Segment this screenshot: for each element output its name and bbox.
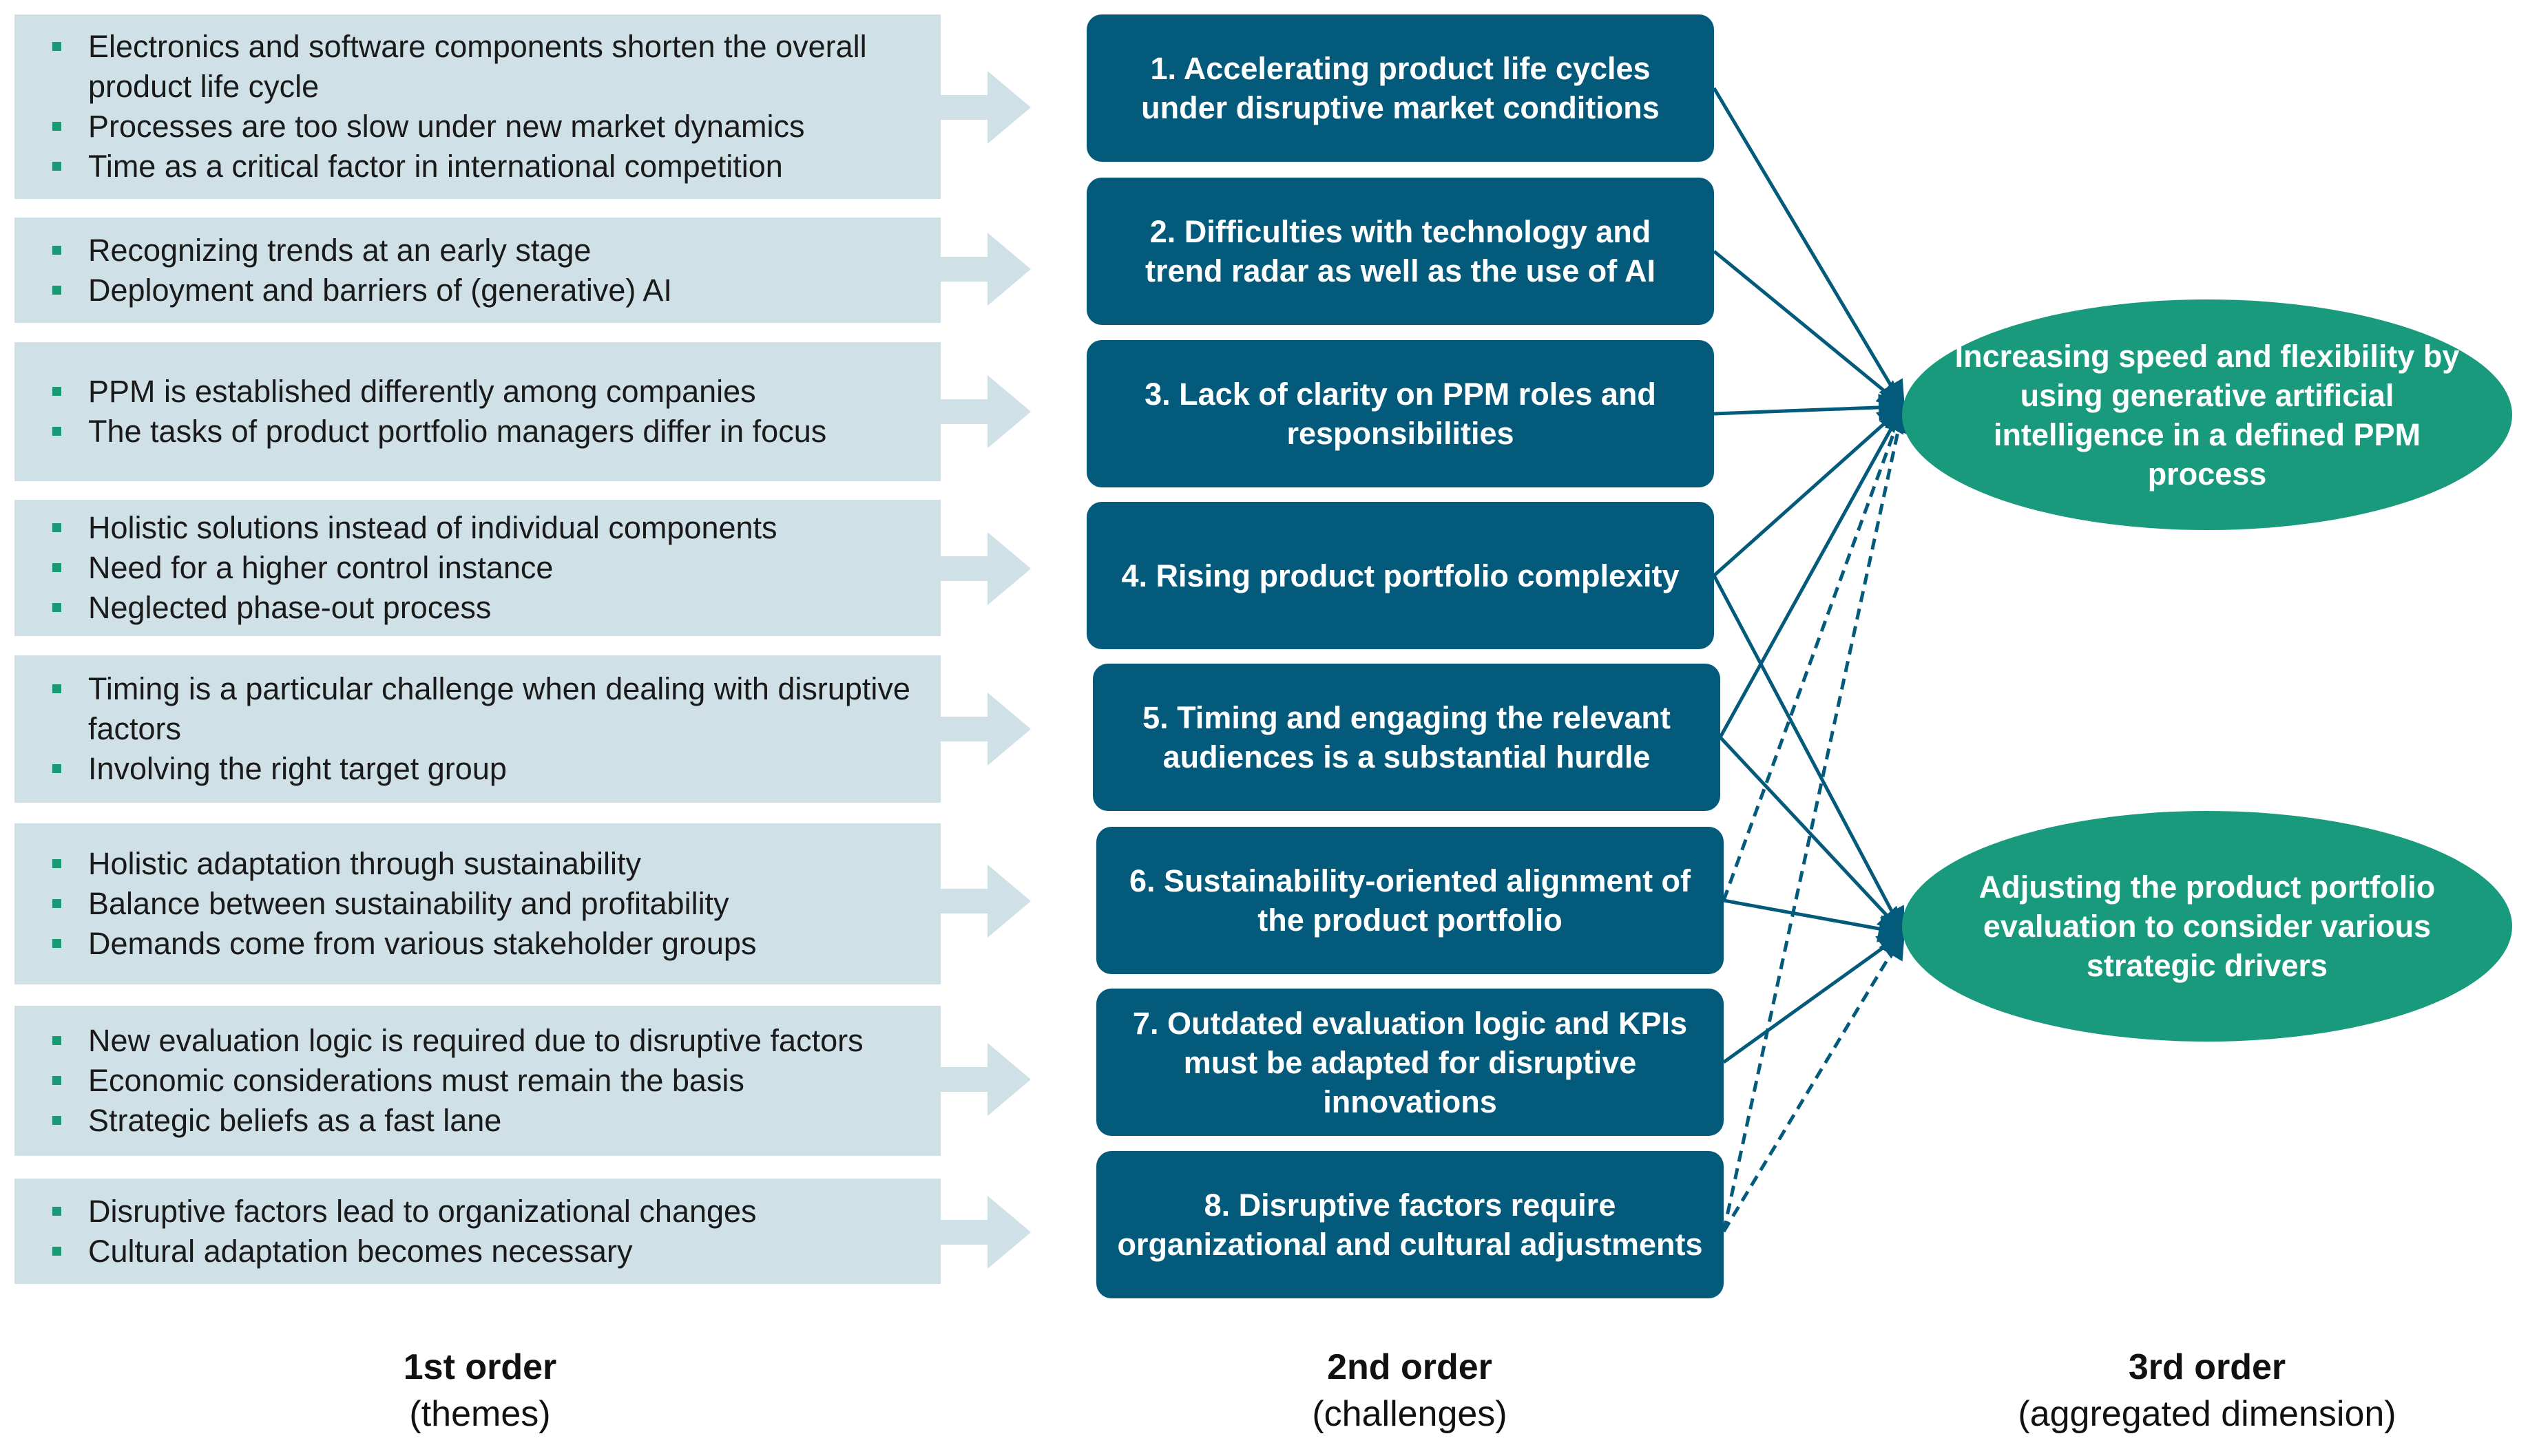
bullet-icon xyxy=(52,427,61,436)
column-title: 3rd order xyxy=(2128,1347,2286,1387)
theme-item: PPM is established differently among com… xyxy=(52,372,913,412)
column-subtitle: (aggregated dimension) xyxy=(2018,1394,2396,1434)
connector-line xyxy=(1713,393,1906,421)
connector-line xyxy=(1713,404,1905,577)
bullet-icon xyxy=(52,1076,61,1085)
bullet-icon xyxy=(52,764,61,773)
challenge-box-3: 3. Lack of clarity on PPM roles and resp… xyxy=(1087,340,1714,487)
connector-line xyxy=(1712,87,1905,409)
theme-item: Holistic solutions instead of individual… xyxy=(52,508,913,548)
column-title: 2nd order xyxy=(1327,1347,1492,1387)
bullet-icon xyxy=(52,939,61,948)
bullet-icon xyxy=(52,899,61,908)
theme-item: Time as a critical factor in internation… xyxy=(52,147,913,187)
connector-line xyxy=(1718,404,1905,739)
bullet-icon xyxy=(52,387,61,396)
connector-line xyxy=(1722,931,1905,1233)
theme-item: Deployment and barriers of (generative) … xyxy=(52,271,913,310)
column-subtitle: (themes) xyxy=(409,1394,551,1434)
theme-box-3: PPM is established differently among com… xyxy=(14,342,941,481)
challenge-box-7: 7. Outdated evaluation logic and KPIs mu… xyxy=(1096,989,1724,1136)
bullet-icon xyxy=(52,523,61,532)
connector-line xyxy=(1722,403,1912,1232)
theme-item: Neglected phase-out process xyxy=(52,588,913,628)
theme-item: Disruptive factors lead to organizationa… xyxy=(52,1192,913,1232)
theme-box-6: Holistic adaptation through sustainabili… xyxy=(14,823,941,984)
connector-line xyxy=(1712,574,1905,936)
arrow-right-icon xyxy=(938,865,1031,938)
connector-line xyxy=(1722,931,1906,1064)
column-label-3rd-order: 3rd order (aggregated dimension) xyxy=(1966,1344,2448,1437)
theme-item: Holistic adaptation through sustainabili… xyxy=(52,844,913,884)
column-title: 1st order xyxy=(403,1347,557,1387)
theme-box-7: New evaluation logic is required due to … xyxy=(14,1006,941,1156)
bullet-icon xyxy=(52,1036,61,1045)
connector-line xyxy=(1719,736,1905,936)
arrow-right-icon xyxy=(938,375,1031,448)
dimension-ellipse-2: Adjusting the product portfolio evaluati… xyxy=(1902,811,2512,1042)
column-label-2nd-order: 2nd order (challenges) xyxy=(1237,1344,1582,1437)
connector-line xyxy=(1713,250,1906,409)
theme-item: The tasks of product portfolio managers … xyxy=(52,412,913,452)
bullet-icon xyxy=(52,1116,61,1125)
challenge-box-5: 5. Timing and engaging the relevant audi… xyxy=(1093,664,1720,811)
bullet-icon xyxy=(52,859,61,868)
theme-item: New evaluation logic is required due to … xyxy=(52,1021,913,1061)
theme-item: Demands come from various stakeholder gr… xyxy=(52,924,913,964)
challenge-box-1: 1. Accelerating product life cycles unde… xyxy=(1087,14,1714,162)
challenge-box-8: 8. Disruptive factors require organizati… xyxy=(1096,1151,1724,1298)
bullet-icon xyxy=(52,122,61,131)
column-label-1st-order: 1st order (themes) xyxy=(308,1344,652,1437)
arrow-right-icon xyxy=(938,693,1031,766)
bullet-icon xyxy=(52,285,61,295)
column-subtitle: (challenges) xyxy=(1312,1394,1507,1434)
bullet-icon xyxy=(52,42,61,51)
dimension-ellipse-1: Increasing speed and flexibility by usin… xyxy=(1902,299,2512,530)
bullet-icon xyxy=(52,603,61,612)
connector-line xyxy=(1723,898,1906,942)
theme-item: Balance between sustainability and profi… xyxy=(52,884,913,924)
bullet-icon xyxy=(52,563,61,572)
arrow-right-icon xyxy=(938,71,1031,144)
bullet-icon xyxy=(52,1246,61,1256)
theme-box-5: Timing is a particular challenge when de… xyxy=(14,655,941,803)
arrow-right-icon xyxy=(938,532,1031,605)
theme-item: Involving the right target group xyxy=(52,749,913,789)
arrow-right-icon xyxy=(938,1043,1031,1116)
bullet-icon xyxy=(52,684,61,693)
challenge-box-2: 2. Difficulties with technology and tren… xyxy=(1087,178,1714,325)
theme-box-8: Disruptive factors lead to organizationa… xyxy=(14,1179,941,1284)
connector-line xyxy=(1722,403,1908,901)
theme-box-4: Holistic solutions instead of individual… xyxy=(14,500,941,636)
theme-item: Strategic beliefs as a fast lane xyxy=(52,1101,913,1141)
arrow-right-icon xyxy=(938,233,1031,306)
theme-item: Electronics and software components shor… xyxy=(52,27,913,107)
bullet-icon xyxy=(52,1206,61,1216)
bullet-icon xyxy=(52,162,61,171)
challenge-box-6: 6. Sustainability-oriented alignment of … xyxy=(1096,827,1724,974)
theme-item: Timing is a particular challenge when de… xyxy=(52,669,913,749)
bullet-icon xyxy=(52,245,61,255)
theme-item: Need for a higher control instance xyxy=(52,548,913,588)
theme-box-2: Recognizing trends at an early stage Dep… xyxy=(14,218,941,323)
theme-item: Cultural adaptation becomes necessary xyxy=(52,1232,913,1272)
theme-item: Processes are too slow under new market … xyxy=(52,107,913,147)
theme-box-1: Electronics and software components shor… xyxy=(14,14,941,199)
theme-item: Economic considerations must remain the … xyxy=(52,1061,913,1101)
theme-item: Recognizing trends at an early stage xyxy=(52,231,913,271)
arrow-right-icon xyxy=(938,1196,1031,1269)
challenge-box-4: 4. Rising product portfolio complexity xyxy=(1087,502,1714,649)
